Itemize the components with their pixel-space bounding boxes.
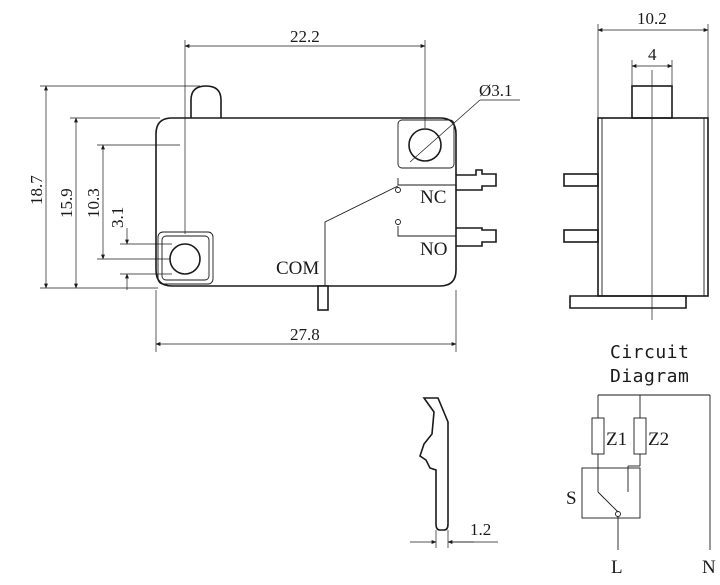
- nc-contact-point: [395, 187, 401, 193]
- circuit-diagram: [581, 394, 711, 550]
- switch-box: [581, 467, 641, 519]
- resistor-z2: [633, 417, 647, 455]
- switch-label: S: [566, 488, 577, 509]
- lever-profile: [410, 397, 498, 548]
- side-terminal-lower: [563, 229, 599, 243]
- resistor-z1: [591, 417, 605, 455]
- neutral-label: N: [702, 557, 716, 578]
- side-body: [597, 117, 709, 297]
- mounting-block-bottom: [157, 231, 214, 285]
- nc-contact: [397, 178, 456, 186]
- mounting-block-bottom-inner: [161, 235, 210, 281]
- nc-label: NC: [420, 187, 446, 208]
- dim-side-width: 10.2: [637, 9, 667, 28]
- side-com-terminal: [569, 295, 687, 309]
- dim-hole-diameter: Ø3.1: [479, 81, 513, 100]
- side-view: [563, 24, 709, 320]
- front-view: [155, 85, 497, 311]
- side-terminal-upper: [563, 173, 599, 187]
- line-label: L: [611, 557, 623, 578]
- dim-height-mid: 15.9: [57, 188, 76, 218]
- nc-terminal-tab: [456, 169, 497, 191]
- com-label: COM: [276, 258, 319, 279]
- no-label: NO: [420, 239, 447, 260]
- com-terminal: [317, 285, 329, 311]
- contact-lever: [324, 185, 399, 286]
- no-terminal-tab: [456, 227, 497, 247]
- dim-width-top: 22.2: [290, 27, 320, 46]
- dim-height-overall: 18.7: [27, 175, 46, 205]
- plunger-knob: [190, 85, 222, 118]
- dim-width-bottom: 27.8: [290, 325, 320, 344]
- mounting-block-top: [397, 119, 455, 169]
- dim-height-upper: 10.3: [84, 188, 103, 218]
- dim-lever-thickness: 1.2: [470, 520, 491, 539]
- no-contact-point: [395, 219, 401, 225]
- z1-label: Z1: [606, 429, 627, 450]
- circuit-title-line2: Diagram: [610, 366, 689, 387]
- mounting-hole-bottom: [169, 243, 201, 275]
- lever-shape: [419, 397, 449, 531]
- circuit-title-line1: Circuit: [610, 342, 689, 363]
- mounting-hole-top: [408, 128, 442, 162]
- no-contact: [397, 226, 456, 237]
- switch-contact: [597, 491, 619, 513]
- z2-label: Z2: [648, 429, 669, 450]
- dim-height-small: 3.1: [108, 207, 127, 228]
- dim-plunger-width: 4: [648, 45, 657, 64]
- front-dimensions: [40, 40, 520, 352]
